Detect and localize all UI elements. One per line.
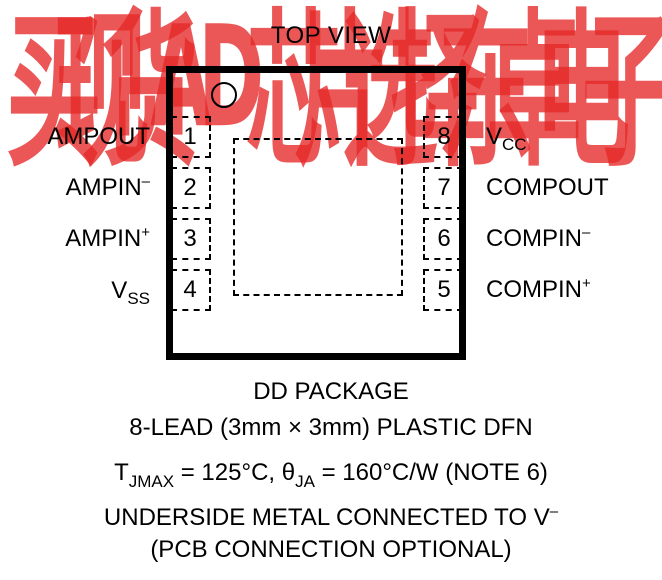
pin-label-compout: COMPOUT [486,174,609,201]
pin-pad-7: 7 [423,167,463,209]
package-description: 8-LEAD (3mm × 3mm) PLASTIC DFN [129,414,533,441]
pin-label-vss: VSS [111,277,150,308]
pin-pad-6: 6 [423,218,463,260]
package-outline [166,66,466,360]
pin1-indicator [211,82,237,108]
pin-label-compin-minus: COMPIN– [486,224,591,252]
exposed-pad [233,138,403,296]
pin-pad-8: 8 [423,116,463,158]
pin-pad-5: 5 [423,269,463,311]
pin-label-compin-plus: COMPIN+ [486,275,591,303]
pin-label-ampin-minus: AMPIN– [65,173,150,201]
package-name: DD PACKAGE [253,378,409,405]
pin-label-ampout: AMPOUT [47,123,150,150]
diagram-title: TOP VIEW [270,22,392,49]
thermal-spec: TJMAX = 125°C, θJA = 160°C/W (NOTE 6) [114,459,548,491]
pin-pad-2: 2 [171,167,211,209]
pin-pad-4: 4 [171,269,211,311]
pin-pad-3: 3 [171,218,211,260]
pcb-connection-note: (PCB CONNECTION OPTIONAL) [150,536,512,563]
pin-pad-1: 1 [171,116,211,158]
underside-note: UNDERSIDE METAL CONNECTED TO V– [103,503,559,531]
pin-label-vcc: VCC [486,123,527,154]
pin-label-ampin-plus: AMPIN+ [65,224,150,252]
